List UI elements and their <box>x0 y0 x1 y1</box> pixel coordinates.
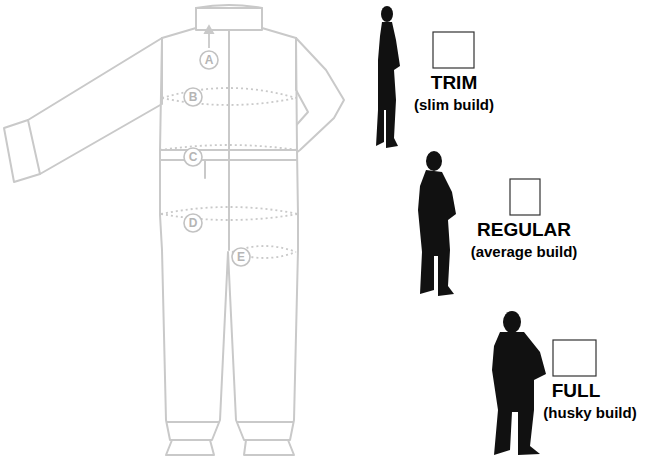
size-name: REGULAR <box>477 219 571 241</box>
shoulder-seam <box>161 38 163 104</box>
callout-letter: B <box>183 87 203 107</box>
collar-edge <box>196 5 262 8</box>
leg-cuff <box>237 421 293 423</box>
left-sleeve <box>4 38 162 182</box>
build-description: (average build) <box>471 243 578 260</box>
coverall-body <box>160 28 298 440</box>
callout-circle: B <box>183 87 203 107</box>
build-description: (husky build) <box>543 404 636 421</box>
callout-letter: D <box>183 213 203 233</box>
arrow-head <box>205 26 213 33</box>
callout-circle: A <box>199 50 219 70</box>
full-silhouette <box>492 311 546 455</box>
hip-measure <box>161 207 298 214</box>
shoulder-seam <box>295 38 297 90</box>
size-name: FULL <box>552 380 601 402</box>
callout-circle: E <box>231 247 251 267</box>
chest-measure <box>162 88 296 98</box>
waist-band <box>160 149 297 151</box>
waist-measure <box>160 145 297 150</box>
callout-circle: D <box>183 213 203 233</box>
sleeve-cuff <box>28 120 40 174</box>
size-name: TRIM <box>431 72 477 94</box>
callout-letter: A <box>199 50 219 70</box>
callout-circle: C <box>183 147 203 167</box>
zipper-seam <box>228 30 230 250</box>
chest-measure <box>162 98 296 105</box>
check-box <box>433 32 474 68</box>
trim-silhouette <box>376 6 400 148</box>
hip-measure <box>161 214 298 220</box>
waist-band <box>160 159 297 161</box>
leg-cuff <box>167 421 219 423</box>
build-description: (slim build) <box>414 96 494 113</box>
callout-letter: C <box>183 147 203 167</box>
collar <box>196 8 262 30</box>
pocket-seam <box>204 160 206 178</box>
right-boot <box>244 440 294 455</box>
regular-silhouette <box>418 151 456 296</box>
left-boot <box>166 440 214 455</box>
check-box <box>553 340 596 376</box>
check-box <box>510 179 540 215</box>
callout-letter: E <box>231 247 251 267</box>
